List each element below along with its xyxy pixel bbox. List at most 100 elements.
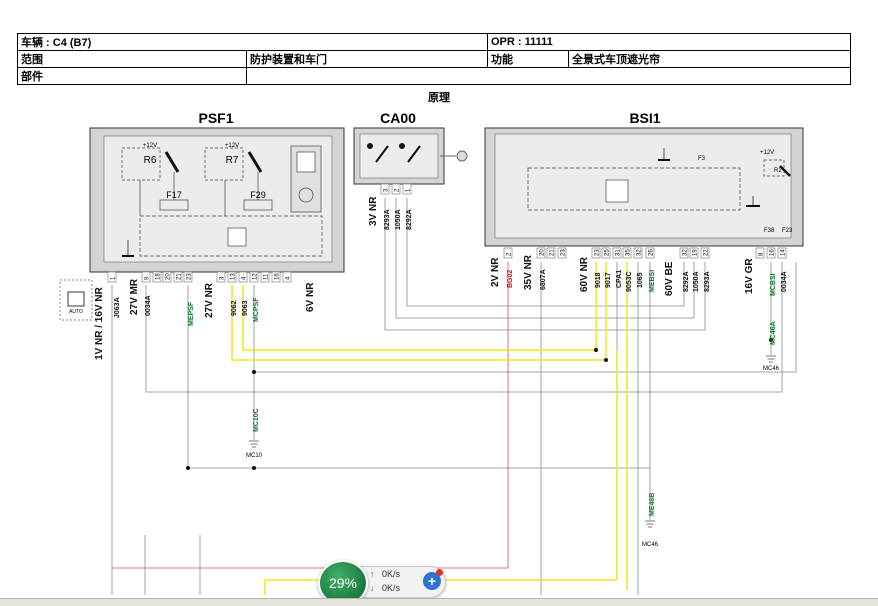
speed-widget[interactable]: 29% ↑0K/s ↓0K/s + (318, 560, 446, 606)
bsi1-pin-10-box (679, 247, 689, 259)
add-icon[interactable]: + (423, 572, 441, 590)
function-label: 功能 (487, 50, 569, 68)
wire-code-w-mebsi: MEBSI (649, 270, 656, 292)
psf1-pin-10-box (260, 271, 270, 283)
bsi1-pin-5: 25 (605, 249, 611, 256)
module-title-ca00: CA00 (380, 110, 416, 126)
wire-code-w-j063a: J063A (114, 297, 121, 318)
psf1-12v-label-1: +12V (143, 143, 157, 149)
bsi1-pin-8-box (633, 247, 643, 259)
fuse-f29-label: F29 (250, 190, 266, 200)
psf1-connector-b: 27V MR (129, 278, 140, 315)
psf1-pin-11: 16 (275, 273, 281, 280)
bsi1-pin-13: 8 (759, 252, 765, 256)
junction-mcpsf (252, 370, 256, 374)
wire-code-w-1050a-ca: 1050A (395, 209, 402, 230)
relay-r6-label: R6 (144, 155, 157, 166)
psf1-pin-1: 9 (145, 276, 151, 280)
bsi1-connector-e: 16V GR (744, 258, 755, 294)
wire-code-w-9053c: 9053C (626, 271, 633, 292)
psf1-internals (121, 145, 323, 257)
ground-label-mc46-top: MC46 (763, 366, 780, 372)
wire-code-w-cpa1: CPA1 (616, 270, 623, 288)
ground-label-mc46-bottom: MC46 (642, 542, 659, 548)
module-title-bsi1: BSI1 (629, 110, 660, 126)
psf1-pin-6: 3 (220, 276, 226, 280)
psf1-pin-8: 4 (242, 276, 248, 280)
bsi1-pin-3-box (557, 247, 567, 259)
bsi1-pin-7: 35 (626, 249, 632, 256)
ca00-pin-1: 2 (395, 188, 401, 192)
junction-mepsf (186, 466, 190, 470)
bsi1-connector-c: 60V NR (579, 256, 590, 292)
wire-lower-yellow (264, 579, 617, 595)
bsi1-pin-12: 22 (704, 249, 710, 256)
ca00-pin-1-box (391, 183, 401, 195)
wire-code-w-9062: 9062 (231, 300, 238, 316)
wire-code-w-9018: 9018 (595, 272, 602, 288)
wire-code-w-bg02: BG02 (507, 270, 514, 288)
bsi1-pin-5-box (601, 247, 611, 259)
bsi1-pin-3: 23 (561, 249, 567, 256)
bsi1-pin-2-box (546, 247, 556, 259)
part-label: 部件 (17, 67, 247, 85)
download-rate: 0K/s (382, 583, 401, 593)
upload-row: ↑0K/s (370, 569, 400, 579)
bsi1-pin-1: 20 (540, 249, 546, 256)
psf1-pin-2-box (152, 271, 162, 283)
fuse-f17-label: F17 (166, 190, 182, 200)
header-table: 车辆 : C4 (B7) OPR : 11111 范围 防护装置和车门 功能 全… (17, 33, 851, 85)
wire-code-w-9017: 9017 (605, 272, 612, 288)
junction-9062 (604, 358, 608, 362)
psf1-pin-11-box (271, 271, 281, 283)
bsi1-pin-1-box (536, 247, 546, 259)
ca00-pin-0: 3 (384, 188, 390, 192)
psf1-pin-7: 13 (231, 273, 237, 280)
junction-mcbsi (769, 338, 773, 342)
bsi1-pin-0: 2 (507, 252, 513, 256)
download-row: ↓0K/s (370, 583, 400, 593)
auto-badge-icon (67, 291, 85, 307)
wire-code-w-1065: 1065 (637, 272, 644, 288)
psf1-pin-5: 23 (187, 273, 193, 280)
wire-code-w-9063: 9063 (242, 300, 249, 316)
psf1-pin-9: 12 (253, 273, 259, 280)
psf1-pin-0-box (107, 271, 117, 283)
ca00-pin-2: 1 (406, 188, 412, 192)
wire-1050a (395, 198, 695, 319)
auto-badge-label: AUTO (69, 309, 83, 315)
wire-code-w-8293a-ca: 8293A (384, 209, 391, 230)
ca00-pin-2-box (402, 183, 412, 195)
psf1-connector-c: 27V NR (204, 282, 215, 318)
bsi1-connector-a: 2V NR (490, 257, 501, 287)
psf1-pin-3-box (162, 271, 172, 283)
auto-badge-frame (59, 279, 93, 321)
wire-code-w-0034a-bsi: 0034A (781, 271, 788, 292)
ground-label-mc10c: MC10C (253, 408, 260, 432)
psf1-pin-12: 4 (286, 276, 292, 280)
wire-bg02 (112, 262, 509, 569)
wire-0034a (145, 262, 783, 393)
wire-mcpsf-link (254, 262, 797, 373)
bsi1-pin-2: 21 (550, 249, 556, 256)
module-title-psf1: PSF1 (198, 110, 233, 126)
bsi1-pin-15-box (777, 247, 787, 259)
fuse-f3-label: F3 (698, 156, 706, 162)
psf1-pin-3: 20 (166, 273, 172, 280)
wire-8293a (384, 198, 706, 331)
wire-code-w-1050a-bsi: 1050A (693, 271, 700, 292)
psf1-pin-7-box (227, 271, 237, 283)
relay-r7-label: R7 (226, 155, 239, 166)
psf1-pin-1-box (141, 271, 151, 283)
bsi1-internals (527, 148, 791, 211)
wire-8292a (406, 198, 685, 307)
wire-layer (111, 198, 797, 595)
wire-code-w-8293a-bsi: 8293A (704, 271, 711, 292)
part-value (246, 67, 851, 85)
bsi1-pin-11-box (689, 247, 699, 259)
upload-rate: 0K/s (382, 569, 401, 579)
bsi1-pin-6-box (612, 247, 622, 259)
ground-label-mc46a: MC46A (770, 321, 777, 345)
